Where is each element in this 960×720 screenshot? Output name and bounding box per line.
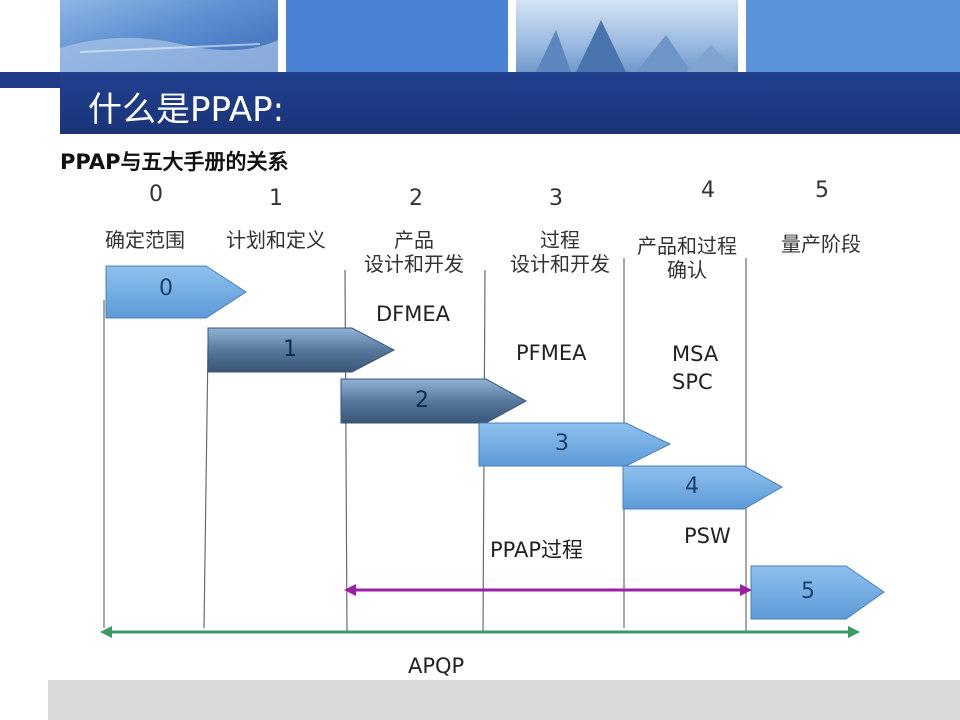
header-photo-blue: [286, 0, 508, 72]
divider-line: [203, 344, 209, 629]
arrow-label-4: 4: [685, 474, 699, 499]
ppap-span-head-right: [740, 584, 752, 596]
arrow-label-1: 1: [283, 337, 297, 362]
phase-number-3: 3: [549, 186, 563, 211]
arrow-label-5: 5: [801, 579, 815, 604]
footer-bar: [48, 680, 960, 720]
apqp-span-label: APQP: [408, 654, 465, 678]
phase-label-1: 计划和定义: [226, 228, 326, 252]
phase-label-4: 产品和过程 确认: [637, 234, 737, 282]
tool-pfmea: PFMEA: [516, 341, 587, 365]
tool-msa: MSA: [672, 342, 719, 366]
phase-arrow-2: [340, 378, 528, 424]
ppap-span-label: PPAP过程: [490, 538, 584, 562]
phase-label-3: 过程 设计和开发: [510, 228, 610, 276]
page-title: 什么是PPAP:: [88, 90, 285, 130]
title-bar: [60, 72, 960, 134]
phase-label-0: 确定范围: [105, 228, 185, 252]
header-accent-strip: [0, 72, 60, 88]
phase-arrow-4: [622, 465, 784, 510]
header-photo-buildings: [516, 0, 738, 72]
page-subtitle: PPAP与五大手册的关系: [60, 150, 289, 174]
arrow-label-0: 0: [159, 276, 173, 301]
phase-arrow-1: [207, 327, 396, 373]
tool-dfmea: DFMEA: [376, 302, 451, 326]
phase-arrow-5: [750, 565, 885, 620]
phase-label-2: 产品 设计和开发: [364, 228, 464, 276]
header-photo-keyboard: [60, 0, 278, 72]
divider-line: [344, 269, 348, 633]
phase-number-4: 4: [701, 178, 715, 203]
arrow-label-2: 2: [415, 388, 429, 413]
apqp-span-head-left: [100, 626, 112, 638]
ppap-span-head-left: [344, 584, 356, 596]
phase-arrow-3: [478, 422, 672, 467]
tool-spc: SPC: [672, 370, 713, 394]
header-photo-sky: [746, 0, 960, 72]
phase-number-5: 5: [815, 178, 829, 203]
arrow-label-3: 3: [555, 431, 569, 456]
phase-arrow-0: [105, 265, 247, 319]
phase-label-5: 量产阶段: [781, 232, 861, 256]
tool-psw: PSW: [684, 524, 731, 548]
phase-number-2: 2: [409, 186, 423, 211]
apqp-span-head-right: [848, 626, 860, 638]
phase-number-0: 0: [149, 182, 163, 207]
phase-number-1: 1: [269, 186, 283, 211]
